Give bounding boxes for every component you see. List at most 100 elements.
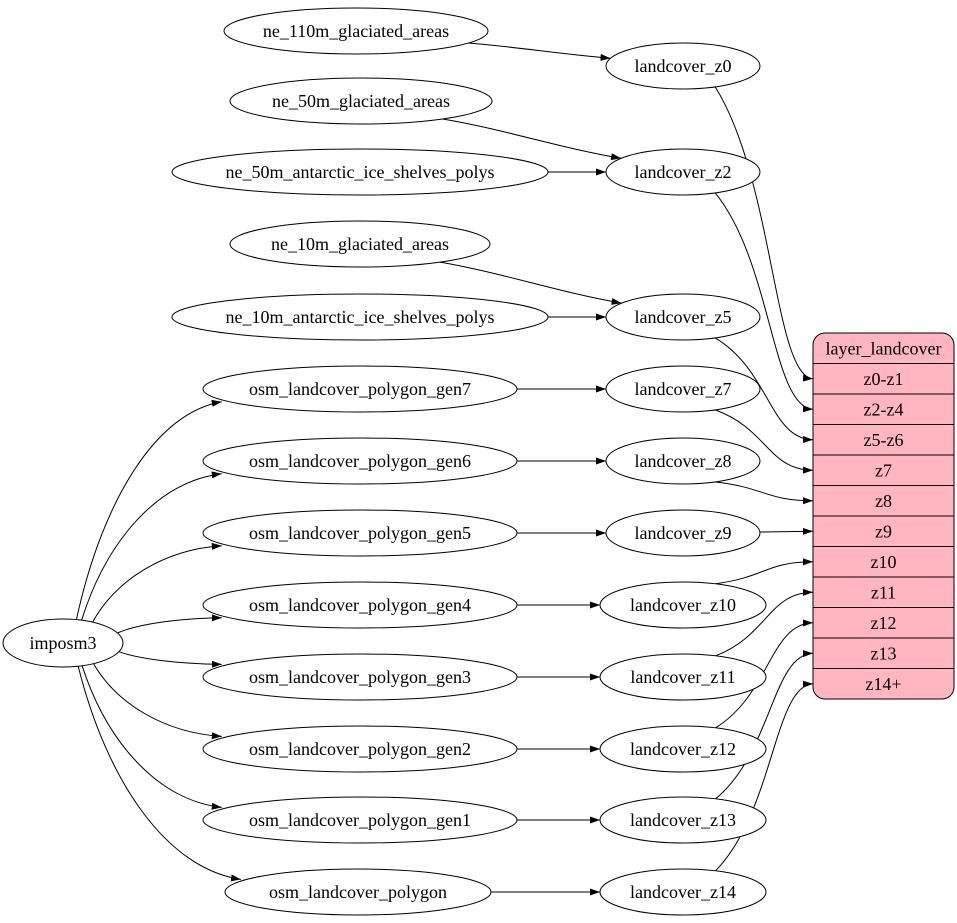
node-osm_landcover_polygon_gen4: osm_landcover_polygon_gen4 bbox=[202, 581, 518, 629]
node-shape-imposm3 bbox=[2, 618, 124, 668]
edge-landcover_z0-to-layer_landcover-z0-z1 bbox=[714, 86, 814, 382]
node-landcover_z10: landcover_z10 bbox=[599, 581, 767, 629]
node-label-landcover_z7: landcover_z7 bbox=[635, 379, 732, 399]
record-row-label: z9 bbox=[875, 521, 892, 541]
node-ne_10m_glaciated_areas: ne_10m_glaciated_areas bbox=[229, 220, 491, 268]
edge-landcover_z14-to-layer_landcover-z14+ bbox=[715, 680, 814, 872]
edge-imposm3-to-osm_landcover_polygon_gen5 bbox=[92, 542, 222, 623]
node-osm_landcover_polygon_gen3: osm_landcover_polygon_gen3 bbox=[202, 653, 518, 701]
node-osm_landcover_polygon_gen1: osm_landcover_polygon_gen1 bbox=[202, 796, 518, 844]
edge-landcover_z9-to-layer_landcover-z9 bbox=[759, 527, 814, 535]
node-landcover_z9: landcover_z9 bbox=[605, 509, 761, 557]
node-shape-ne_10m_glaciated_areas bbox=[229, 220, 491, 268]
node-label-landcover_z10: landcover_z10 bbox=[630, 595, 736, 615]
node-landcover_z7: landcover_z7 bbox=[605, 365, 761, 413]
node-shape-landcover_z5 bbox=[605, 293, 761, 341]
node-shape-landcover_z2 bbox=[605, 148, 761, 196]
node-shape-ne_110m_glaciated_areas bbox=[223, 7, 489, 55]
record-row-z0-z1: z0-z1 bbox=[864, 369, 904, 389]
node-label-landcover_z13: landcover_z13 bbox=[630, 810, 736, 830]
record-row-z13: z13 bbox=[871, 643, 897, 663]
edge-landcover_z10-to-layer_landcover-z10 bbox=[715, 558, 814, 585]
node-label-landcover_z0: landcover_z0 bbox=[635, 56, 732, 76]
node-label-osm_landcover_polygon_gen7: osm_landcover_polygon_gen7 bbox=[249, 379, 471, 399]
edges-layer bbox=[75, 42, 814, 896]
node-shape-landcover_z7 bbox=[605, 365, 761, 413]
node-label-landcover_z12: landcover_z12 bbox=[630, 739, 736, 759]
node-shape-ne_10m_antarctic_ice_shelves_polys bbox=[171, 293, 549, 341]
node-ne_110m_glaciated_areas: ne_110m_glaciated_areas bbox=[223, 7, 489, 55]
edge-imposm3-to-osm_landcover_polygon_gen6 bbox=[81, 471, 222, 621]
node-label-ne_10m_antarctic_ice_shelves_polys: ne_10m_antarctic_ice_shelves_polys bbox=[226, 307, 495, 327]
node-landcover_z0: landcover_z0 bbox=[605, 42, 761, 90]
node-shape-ne_50m_glaciated_areas bbox=[229, 77, 493, 125]
node-ne_50m_antarctic_ice_shelves_polys: ne_50m_antarctic_ice_shelves_polys bbox=[171, 148, 549, 196]
edge-ne_10m_glaciated_areas-to-landcover_z5 bbox=[440, 261, 622, 305]
node-osm_landcover_polygon_gen6: osm_landcover_polygon_gen6 bbox=[202, 437, 518, 485]
record-row-label: z5-z6 bbox=[864, 430, 904, 450]
node-shape-landcover_z12 bbox=[599, 725, 767, 773]
node-shape-osm_landcover_polygon_gen2 bbox=[202, 725, 518, 773]
edge-landcover_z13-to-layer_landcover-z13 bbox=[715, 650, 814, 800]
edge-landcover_z11-to-layer_landcover-z11 bbox=[715, 588, 814, 657]
node-label-osm_landcover_polygon_gen3: osm_landcover_polygon_gen3 bbox=[249, 667, 471, 687]
node-shape-osm_landcover_polygon_gen5 bbox=[202, 509, 518, 557]
edge-landcover_z8-to-layer_landcover-z8 bbox=[715, 481, 814, 505]
node-label-landcover_z14: landcover_z14 bbox=[630, 882, 736, 902]
edge-landcover_z12-to-layer_landcover-z12 bbox=[715, 619, 814, 729]
node-shape-landcover_z0 bbox=[605, 42, 761, 90]
node-imposm3: imposm3 bbox=[2, 618, 124, 668]
record-row-label: z10 bbox=[871, 552, 897, 572]
node-landcover_z14: landcover_z14 bbox=[599, 868, 767, 916]
node-label-ne_50m_antarctic_ice_shelves_polys: ne_50m_antarctic_ice_shelves_polys bbox=[226, 162, 495, 182]
node-label-imposm3: imposm3 bbox=[29, 633, 96, 653]
record-row-label: z11 bbox=[871, 582, 896, 602]
node-label-osm_landcover_polygon_gen4: osm_landcover_polygon_gen4 bbox=[249, 595, 471, 615]
node-label-landcover_z2: landcover_z2 bbox=[635, 162, 732, 182]
edge-landcover_z7-to-layer_landcover-z7 bbox=[715, 409, 814, 474]
node-ne_10m_antarctic_ice_shelves_polys: ne_10m_antarctic_ice_shelves_polys bbox=[171, 293, 549, 341]
node-shape-landcover_z11 bbox=[599, 653, 767, 701]
node-label-osm_landcover_polygon_gen2: osm_landcover_polygon_gen2 bbox=[249, 739, 471, 759]
record-row-label: z2-z4 bbox=[864, 399, 904, 419]
node-landcover_z13: landcover_z13 bbox=[599, 796, 767, 844]
node-label-landcover_z11: landcover_z11 bbox=[630, 667, 735, 687]
node-ne_50m_glaciated_areas: ne_50m_glaciated_areas bbox=[229, 77, 493, 125]
node-osm_landcover_polygon_gen2: osm_landcover_polygon_gen2 bbox=[202, 725, 518, 773]
record-title: layer_landcover bbox=[826, 338, 942, 358]
node-landcover_z12: landcover_z12 bbox=[599, 725, 767, 773]
record-row-z7: z7 bbox=[875, 460, 892, 480]
record-row-label: z12 bbox=[871, 613, 897, 633]
node-shape-osm_landcover_polygon_gen4 bbox=[202, 581, 518, 629]
node-label-osm_landcover_polygon_gen5: osm_landcover_polygon_gen5 bbox=[249, 523, 471, 543]
edge-imposm3-to-osm_landcover_polygon_gen1 bbox=[81, 665, 222, 810]
edge-imposm3-to-osm_landcover_polygon_gen4 bbox=[117, 614, 222, 634]
record-row-label: z13 bbox=[871, 643, 897, 663]
node-shape-landcover_z9 bbox=[605, 509, 761, 557]
node-landcover_z2: landcover_z2 bbox=[605, 148, 761, 196]
record-row-label: z14+ bbox=[865, 674, 901, 694]
record-row-label: z0-z1 bbox=[864, 369, 904, 389]
record-row-z11: z11 bbox=[871, 582, 896, 602]
node-shape-osm_landcover_polygon_gen3 bbox=[202, 653, 518, 701]
edge-ne_110m_glaciated_areas-to-landcover_z0 bbox=[468, 42, 611, 61]
node-shape-landcover_z10 bbox=[599, 581, 767, 629]
node-shape-landcover_z14 bbox=[599, 868, 767, 916]
edge-imposm3-to-osm_landcover_polygon_gen3 bbox=[118, 651, 222, 668]
node-landcover_z5: landcover_z5 bbox=[605, 293, 761, 341]
edge-imposm3-to-osm_landcover_polygon bbox=[77, 666, 242, 882]
node-osm_landcover_polygon: osm_landcover_polygon bbox=[224, 868, 492, 916]
node-label-landcover_z5: landcover_z5 bbox=[635, 307, 732, 327]
node-label-landcover_z9: landcover_z9 bbox=[635, 523, 732, 543]
record-row-z10: z10 bbox=[871, 552, 897, 572]
record-row-z2-z4: z2-z4 bbox=[864, 399, 904, 419]
record-layer_landcover: layer_landcover z0-z1 z2-z4 z5-z6 z7 z8 z9 z10 z… bbox=[812, 332, 955, 700]
node-label-osm_landcover_polygon: osm_landcover_polygon bbox=[269, 882, 447, 902]
edge-imposm3-to-osm_landcover_polygon_gen2 bbox=[93, 663, 222, 740]
record-row-z8: z8 bbox=[875, 491, 892, 511]
record-row-z5-z6: z5-z6 bbox=[864, 430, 904, 450]
node-shape-osm_landcover_polygon_gen6 bbox=[202, 437, 518, 485]
node-label-ne_50m_glaciated_areas: ne_50m_glaciated_areas bbox=[272, 91, 450, 111]
node-landcover_z8: landcover_z8 bbox=[605, 437, 761, 485]
node-shape-ne_50m_antarctic_ice_shelves_polys bbox=[171, 148, 549, 196]
